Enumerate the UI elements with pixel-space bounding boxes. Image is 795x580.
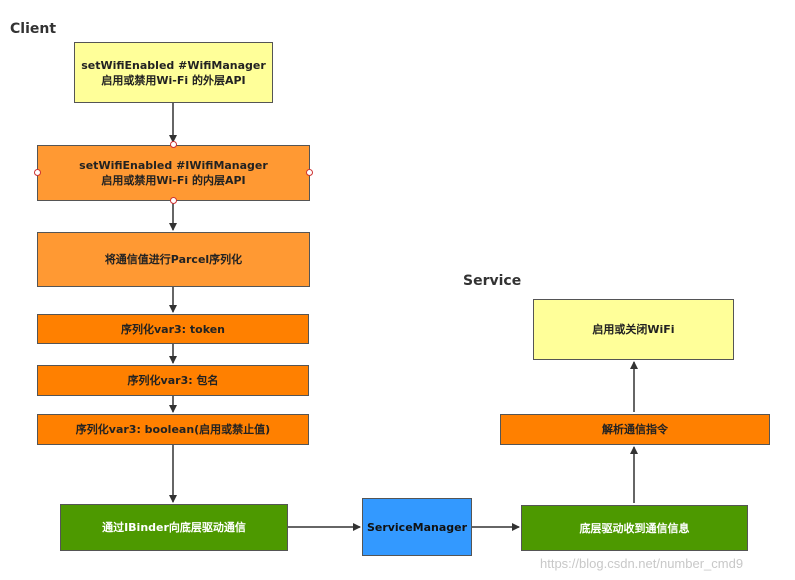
toggle-wifi-box: 启用或关闭WiFi <box>533 299 734 360</box>
watermark-text: https://blog.csdn.net/number_cmd9 <box>540 556 744 571</box>
parcel-serialize-box: 将通信值进行Parcel序列化 <box>37 232 310 287</box>
selection-handle-bottom[interactable] <box>170 197 177 204</box>
selection-handle-top[interactable] <box>170 141 177 148</box>
serialize-token-label: 序列化var3: token <box>120 322 226 336</box>
serialize-package-label: 序列化var3: 包名 <box>127 374 219 387</box>
ibinder-driver-box: 通过IBinder向底层驱动通信 <box>60 504 288 551</box>
toggle-wifi-label: 启用或关闭WiFi <box>592 323 675 336</box>
serialize-package-box: 序列化var3: 包名 <box>37 365 309 396</box>
driver-receive-box: 底层驱动收到通信信息 <box>521 505 748 551</box>
iwifimanager-method-label: setWifiEnabled #IWifiManager <box>79 159 268 172</box>
service-section-title: Service <box>463 273 522 289</box>
ibinder-driver-label: 通过IBinder向底层驱动通信 <box>102 521 246 534</box>
client-section-title: Client <box>10 21 57 37</box>
serialize-boolean-label: 序列化var3: boolean(启用或禁止值) <box>75 423 271 436</box>
selection-handle-right[interactable] <box>306 169 313 176</box>
parse-command-label: 解析通信指令 <box>602 423 668 436</box>
iwifimanager-api-box: setWifiEnabled #IWifiManager 启用或禁用Wi-Fi … <box>37 145 310 201</box>
wifimanager-api-box: setWifiEnabled #WifiManager 启用或禁用Wi-Fi 的… <box>74 42 273 103</box>
parcel-serialize-label: 将通信值进行Parcel序列化 <box>104 253 243 266</box>
serialize-token-box: 序列化var3: token <box>37 314 309 344</box>
serialize-boolean-box: 序列化var3: boolean(启用或禁止值) <box>37 414 309 445</box>
driver-receive-label: 底层驱动收到通信信息 <box>579 521 690 535</box>
selection-handle-left[interactable] <box>34 169 41 176</box>
service-manager-box: ServiceManager <box>362 498 472 556</box>
service-manager-label: ServiceManager <box>366 520 468 534</box>
wifimanager-description-label: 启用或禁用Wi-Fi 的外层API <box>101 73 246 87</box>
wifimanager-method-label: setWifiEnabled #WifiManager <box>81 58 266 72</box>
iwifimanager-description-label: 启用或禁用Wi-Fi 的内层API <box>101 174 246 187</box>
parse-command-box: 解析通信指令 <box>500 414 770 445</box>
